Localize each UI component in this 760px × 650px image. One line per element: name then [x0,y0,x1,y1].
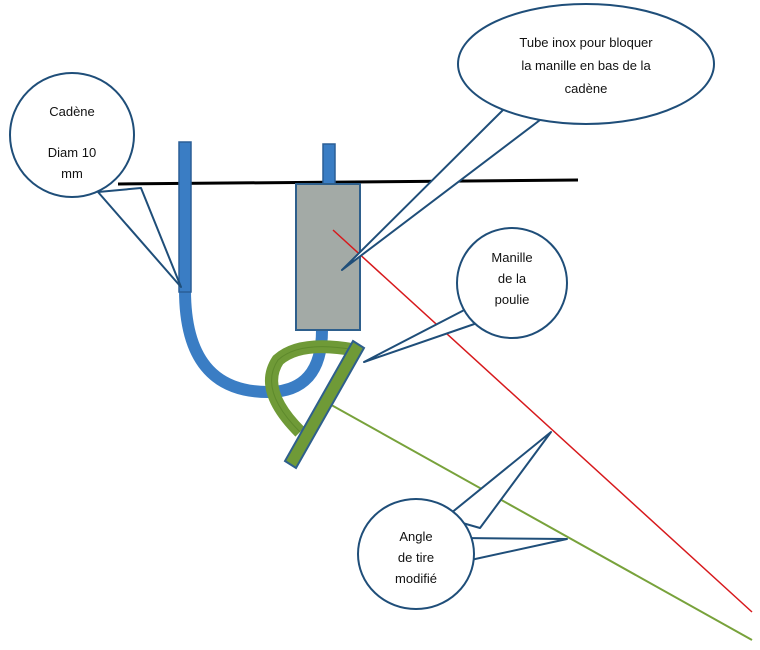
callout-tube-line2: la manille en bas de la [521,58,651,73]
chainplate-rod [179,142,328,399]
callout-angle-line3: modifié [395,571,437,586]
callout-cadene-line2: Diam 10 [48,145,96,160]
callout-manille-line2: de la [498,271,527,286]
callout-manille: Manille de la poulie [363,227,568,363]
callout-cadene-line3: mm [61,166,83,181]
modified-pull-line [325,401,753,641]
callout-tube-line1: Tube inox pour bloquer [519,35,653,50]
shackle-bow-outline [271,346,356,433]
stainless-tube [295,183,361,331]
deck-line [117,178,579,186]
chainplate-left-leg [178,141,192,293]
callout-cadene-line1: Cadène [49,104,95,119]
callout-tube: Tube inox pour bloquer la manille en bas… [341,3,715,271]
callout-angle-line1: Angle [399,529,432,544]
chainplate-right-leg [322,143,336,187]
callout-manille-line1: Manille [491,250,532,265]
callout-angle-line2: de tire [398,550,434,565]
shackle-pin [283,339,366,470]
callout-angle: Angle de tire modifié [357,431,568,610]
callout-cadene: Cadène Diam 10 mm [9,72,182,288]
callout-manille-line3: poulie [495,292,530,307]
callout-tube-line3: cadène [565,81,608,96]
original-pull-line [332,229,753,613]
